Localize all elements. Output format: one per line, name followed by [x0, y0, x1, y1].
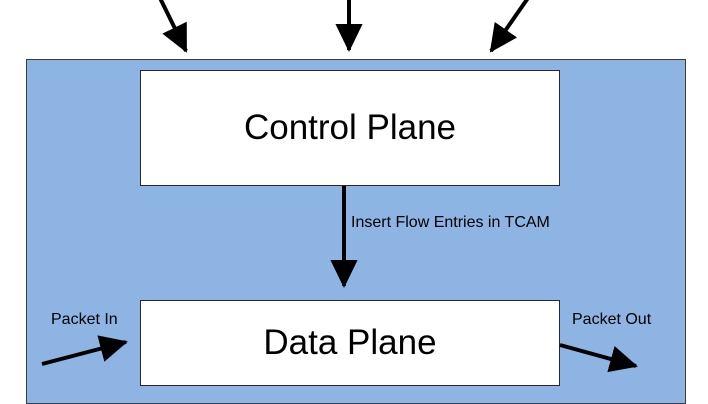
control-plane-label: Control Plane	[243, 108, 457, 147]
control-plane-box: Control Plane	[140, 70, 560, 186]
packet-out-label: Packet Out	[572, 311, 652, 328]
data-plane-box: Data Plane	[140, 300, 560, 386]
packet-in-label: Packet In	[51, 311, 118, 328]
data-plane-label: Data Plane	[263, 323, 437, 362]
input-arrow-left	[158, 0, 188, 53]
input-arrow-right	[489, 0, 530, 53]
insert-flow-label: Insert Flow Entries in TCAM	[351, 214, 550, 231]
